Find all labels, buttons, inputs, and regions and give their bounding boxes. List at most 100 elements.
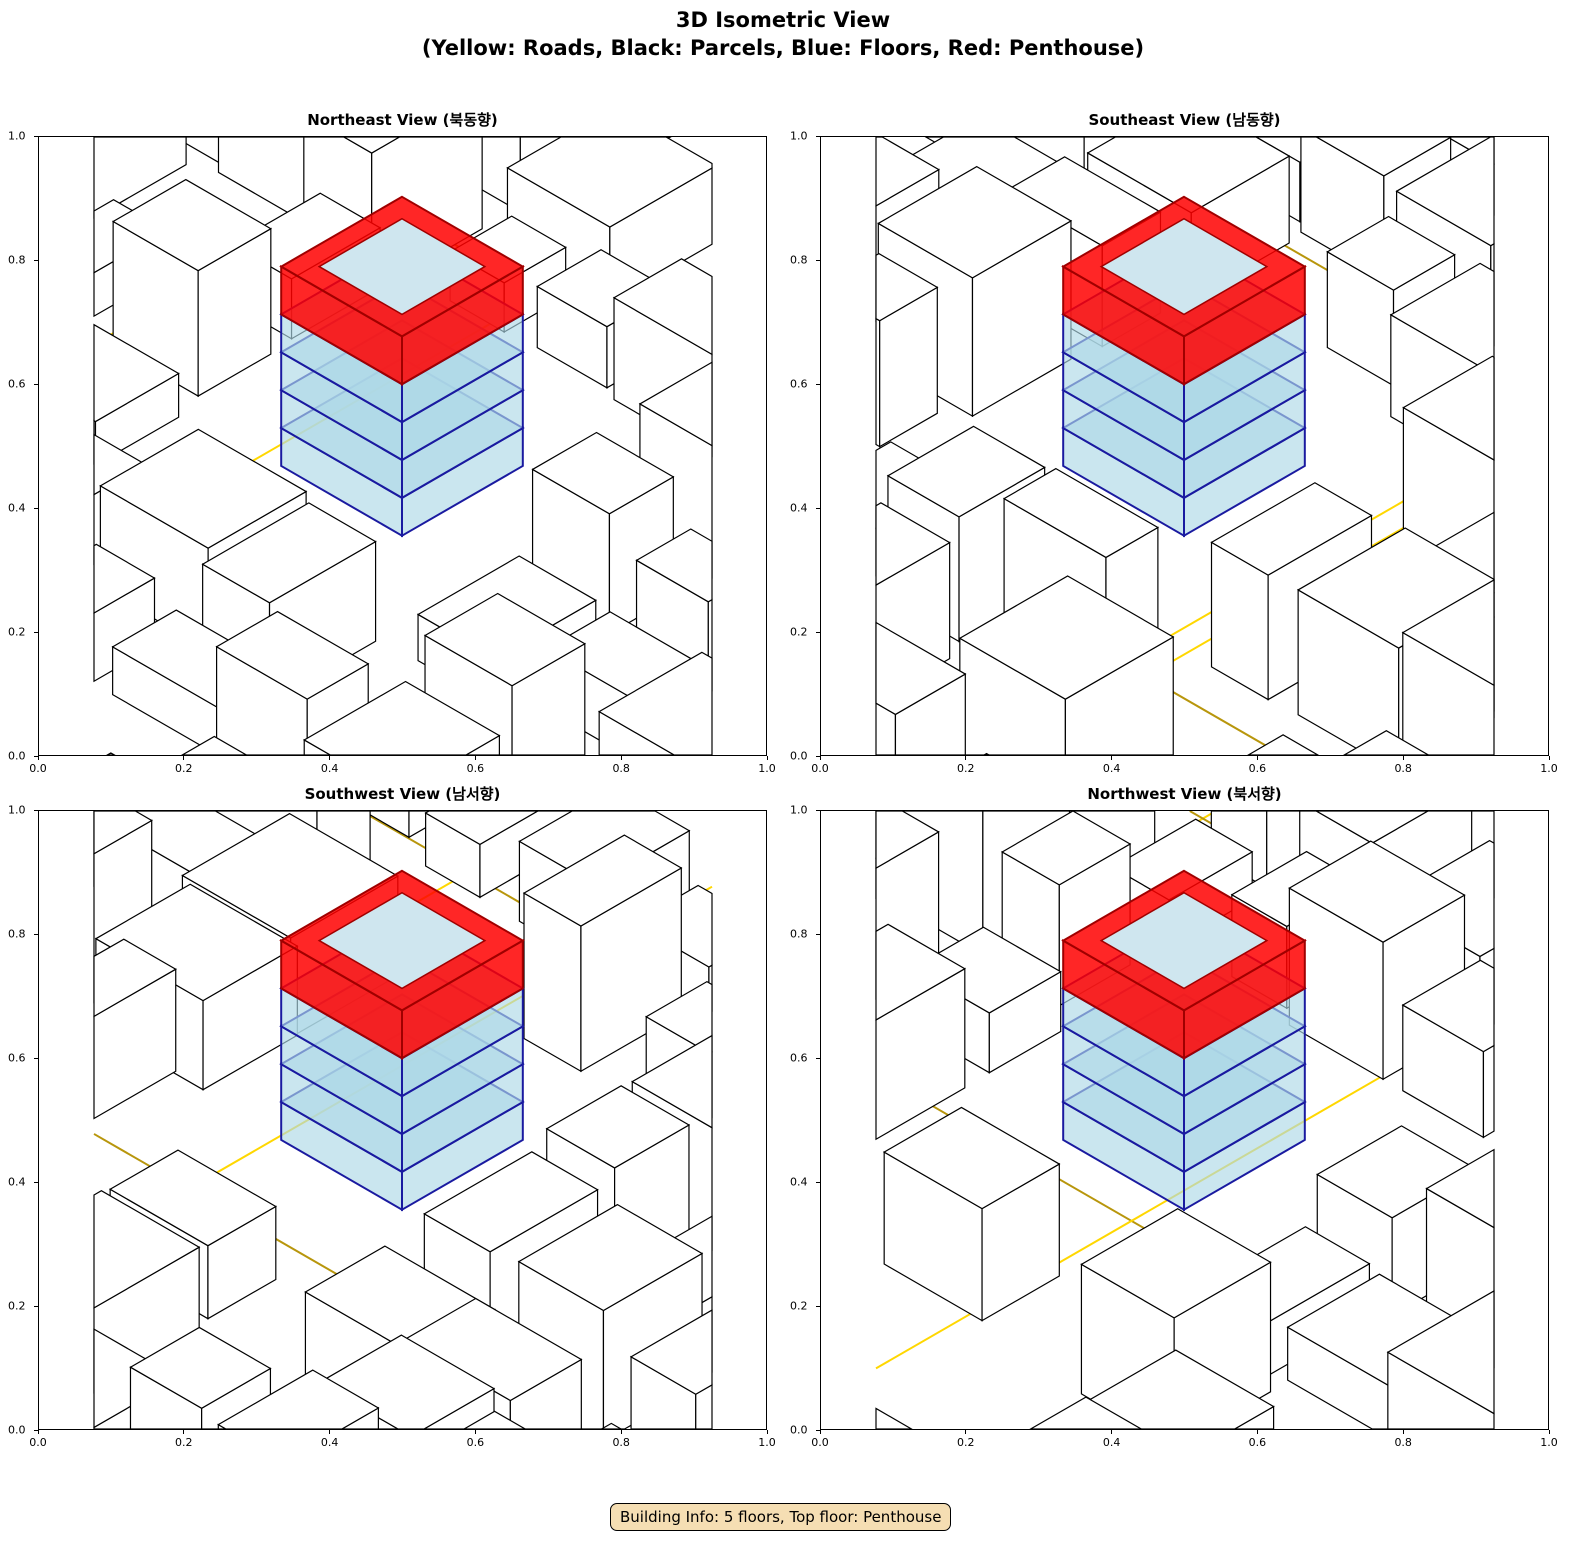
x-tick-label: 0.8: [1394, 1436, 1412, 1449]
x-tick-label: 0.2: [175, 1436, 193, 1449]
x-tick-mark: [819, 756, 821, 760]
y-tick-label: 0.0: [790, 749, 808, 763]
x-tick-mark: [819, 1430, 821, 1434]
x-tick-mark: [1548, 1430, 1550, 1434]
parcel-building: [93, 938, 177, 1120]
y-tick-mark: [34, 1429, 38, 1431]
parcel-building: [423, 592, 587, 755]
x-tick-mark: [620, 1430, 622, 1434]
isometric-scene: [93, 811, 713, 1429]
parcel-building: [462, 1410, 527, 1429]
x-tick-label: 0.4: [1102, 762, 1121, 775]
y-tick-mark: [34, 507, 38, 509]
parcel-building: [958, 575, 1175, 755]
parcel-building: [181, 735, 248, 755]
parcel-building: [1386, 1289, 1495, 1429]
y-tick-label: 0.6: [8, 1051, 26, 1065]
y-tick-mark: [816, 1429, 820, 1431]
y-tick-mark: [816, 933, 820, 935]
x-tick-mark: [965, 1430, 967, 1434]
isometric-scene: [875, 137, 1495, 755]
axes: [820, 810, 1549, 1430]
y-tick-label: 0.4: [790, 501, 808, 515]
y-tick-label: 1.0: [790, 129, 808, 143]
parcel-building: [93, 323, 180, 467]
panel-title: Southwest View (남서향): [304, 785, 501, 803]
y-tick-mark: [816, 1305, 820, 1307]
y-tick-label: 0.8: [790, 253, 808, 267]
x-tick-mark: [1402, 1430, 1404, 1434]
y-tick-mark: [816, 1057, 820, 1059]
y-tick-mark: [34, 1305, 38, 1307]
parcel-building: [106, 752, 116, 755]
penthouse-block: [279, 869, 525, 1060]
x-tick-mark: [1111, 1430, 1113, 1434]
x-tick-mark: [1402, 756, 1404, 760]
panel-title: Northeast View (북동향): [307, 111, 498, 129]
parcel-building: [875, 923, 967, 1141]
x-tick-mark: [474, 1430, 476, 1434]
x-tick-mark: [474, 756, 476, 760]
x-tick-mark: [329, 1430, 331, 1434]
y-tick-label: 0.6: [790, 377, 808, 391]
title-line-2: (Yellow: Roads, Black: Parcels, Blue: Fl…: [421, 36, 1145, 60]
panel-title: Northwest View (북서향): [1087, 785, 1282, 803]
axes: [820, 136, 1549, 756]
x-tick-mark: [620, 756, 622, 760]
parcel-building: [217, 1369, 380, 1429]
y-tick-mark: [816, 259, 820, 261]
y-tick-label: 0.2: [790, 1299, 808, 1313]
y-tick-mark: [816, 383, 820, 385]
y-tick-mark: [34, 1181, 38, 1183]
axes: [38, 810, 767, 1430]
y-tick-mark: [34, 135, 38, 137]
penthouse-block: [279, 195, 525, 386]
penthouse-courtyard: [317, 217, 487, 316]
y-tick-mark: [34, 755, 38, 757]
penthouse-courtyard: [1099, 217, 1269, 316]
title-line-1: 3D Isometric View: [675, 8, 891, 32]
parcel-building: [875, 252, 939, 448]
y-tick-mark: [34, 1057, 38, 1059]
y-tick-label: 0.8: [790, 927, 808, 941]
building-info-box: Building Info: 5 floors, Top floor: Pent…: [610, 1503, 952, 1531]
axes: [38, 136, 767, 756]
x-tick-mark: [183, 756, 185, 760]
y-tick-mark: [34, 809, 38, 811]
y-tick-mark: [34, 933, 38, 935]
x-tick-label: 0.0: [811, 1436, 829, 1449]
y-tick-label: 0.2: [790, 625, 808, 639]
x-tick-label: 1.0: [758, 1436, 776, 1449]
y-tick-label: 1.0: [8, 803, 26, 817]
x-tick-mark: [965, 756, 967, 760]
x-tick-label: 0.8: [612, 1436, 630, 1449]
parcel-building: [875, 621, 967, 755]
y-tick-label: 0.4: [790, 1175, 808, 1189]
y-tick-mark: [816, 631, 820, 633]
y-tick-label: 0.4: [8, 1175, 26, 1189]
y-tick-label: 0.2: [8, 1299, 26, 1313]
x-tick-label: 0.8: [612, 762, 630, 775]
parcel-building: [597, 651, 713, 755]
x-tick-mark: [37, 756, 39, 760]
x-tick-label: 0.6: [1248, 762, 1267, 775]
x-tick-label: 0.6: [466, 762, 485, 775]
parcel-building: [1401, 578, 1495, 755]
x-tick-mark: [1111, 756, 1113, 760]
x-tick-label: 0.8: [1394, 762, 1412, 775]
y-tick-label: 0.2: [8, 625, 26, 639]
penthouse-courtyard: [317, 891, 487, 990]
y-tick-mark: [816, 809, 820, 811]
parcel-building: [1029, 1396, 1143, 1429]
y-tick-label: 0.8: [8, 253, 26, 267]
y-tick-label: 0.0: [790, 1423, 808, 1437]
x-tick-label: 0.2: [957, 762, 975, 775]
x-tick-mark: [766, 756, 768, 760]
x-tick-mark: [183, 1430, 185, 1434]
y-tick-label: 0.6: [790, 1051, 808, 1065]
penthouse-block: [1061, 195, 1307, 386]
x-tick-label: 0.4: [1102, 1436, 1121, 1449]
